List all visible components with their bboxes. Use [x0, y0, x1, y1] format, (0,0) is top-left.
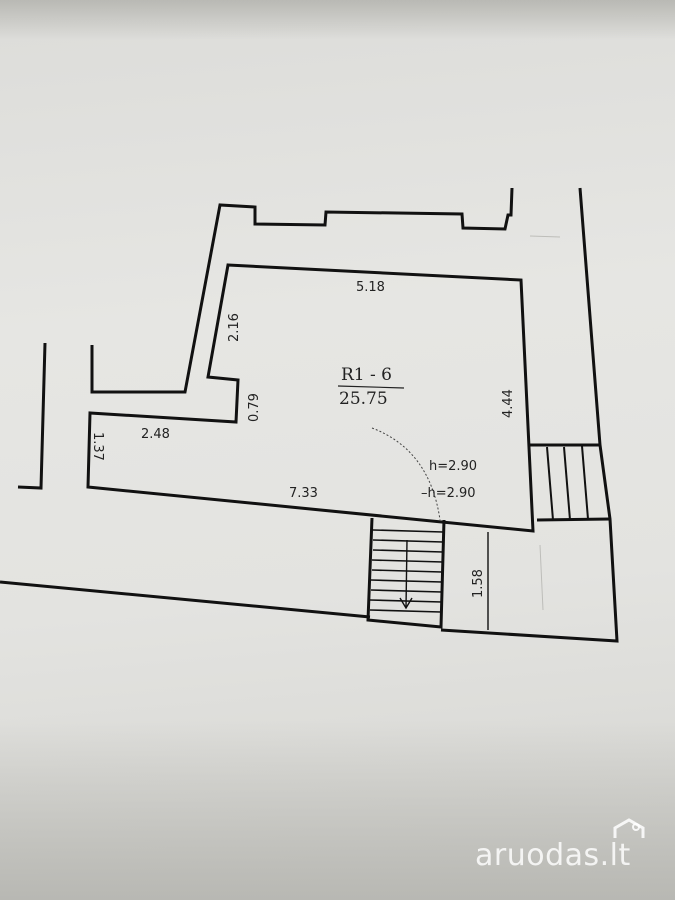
recess-step-2: [563, 446, 571, 521]
dimension-stair: 1.58: [471, 569, 486, 598]
outer-wall-right: [440, 187, 619, 643]
recess-step-3: [581, 445, 589, 520]
house-icon: [613, 818, 645, 838]
dimension-left-upper: 2.16: [227, 313, 242, 342]
room-outline: [86, 263, 535, 533]
outer-wall-top-left: [90, 187, 514, 394]
left-wall-fragment: [17, 342, 47, 490]
door-swing-arc: [371, 427, 441, 521]
outer-wall-bottom: [0, 580, 371, 619]
watermark: aruodas.lt: [475, 838, 631, 873]
room-id: R1 - 6: [341, 365, 392, 385]
dimension-left-end: 1.37: [90, 432, 105, 461]
top-shadow: [0, 0, 675, 40]
dimension-right: 4.44: [501, 389, 516, 418]
bottom-shadow: [0, 720, 675, 900]
dimension-bottom: 7.33: [289, 486, 318, 501]
right-recess-bottom: [536, 517, 611, 522]
recess-step-1: [546, 446, 554, 521]
room-label-divider: [337, 385, 405, 389]
dimension-notch: 0.79: [247, 393, 262, 422]
stair-well: [366, 517, 446, 629]
height-label-1: h=2.90: [429, 459, 477, 474]
height-label-2: –h=2.90: [421, 486, 476, 501]
faint-grid-lines: [529, 235, 561, 611]
stair-arrow-line: [405, 539, 408, 609]
dimension-top: 5.18: [356, 280, 385, 295]
room-area: 25.75: [339, 389, 388, 409]
stair-arrow-head: [399, 597, 413, 610]
dimension-left-ledge: 2.48: [141, 427, 170, 442]
